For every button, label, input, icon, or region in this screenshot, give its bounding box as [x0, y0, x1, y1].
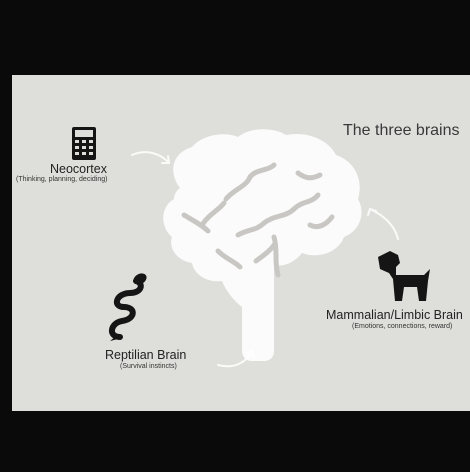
reptilian-description: (Survival instincts) [120, 363, 177, 370]
brain-illustration [163, 129, 362, 361]
arrow-reptilian-head [245, 349, 255, 358]
neocortex-label: Neocortex [50, 162, 107, 176]
snake-head [110, 273, 147, 341]
video-frame: The three brains Neocortex (Thinking, pl… [6, 3, 470, 472]
arrow-neocortex [131, 151, 170, 164]
arrow-neocortex-head [161, 155, 171, 164]
arrow-reptilian [217, 350, 253, 368]
illustration [72, 127, 430, 368]
snake-icon [109, 278, 144, 340]
arrow-limbic [369, 208, 399, 240]
brain-folds [181, 162, 335, 278]
limbic-label: Mammalian/Limbic Brain [326, 308, 463, 322]
calculator-icon [72, 127, 96, 160]
slide: The three brains Neocortex (Thinking, pl… [12, 75, 470, 411]
limbic-description: (Emotions, connections, reward) [352, 323, 453, 330]
reptilian-label: Reptilian Brain [105, 348, 187, 362]
arrow-limbic-head [367, 207, 377, 216]
neocortex-description: (Thinking, planning, deciding) [16, 176, 108, 183]
slide-title: The three brains [343, 122, 460, 139]
dog-icon [378, 251, 430, 301]
brain-shape [163, 129, 362, 361]
